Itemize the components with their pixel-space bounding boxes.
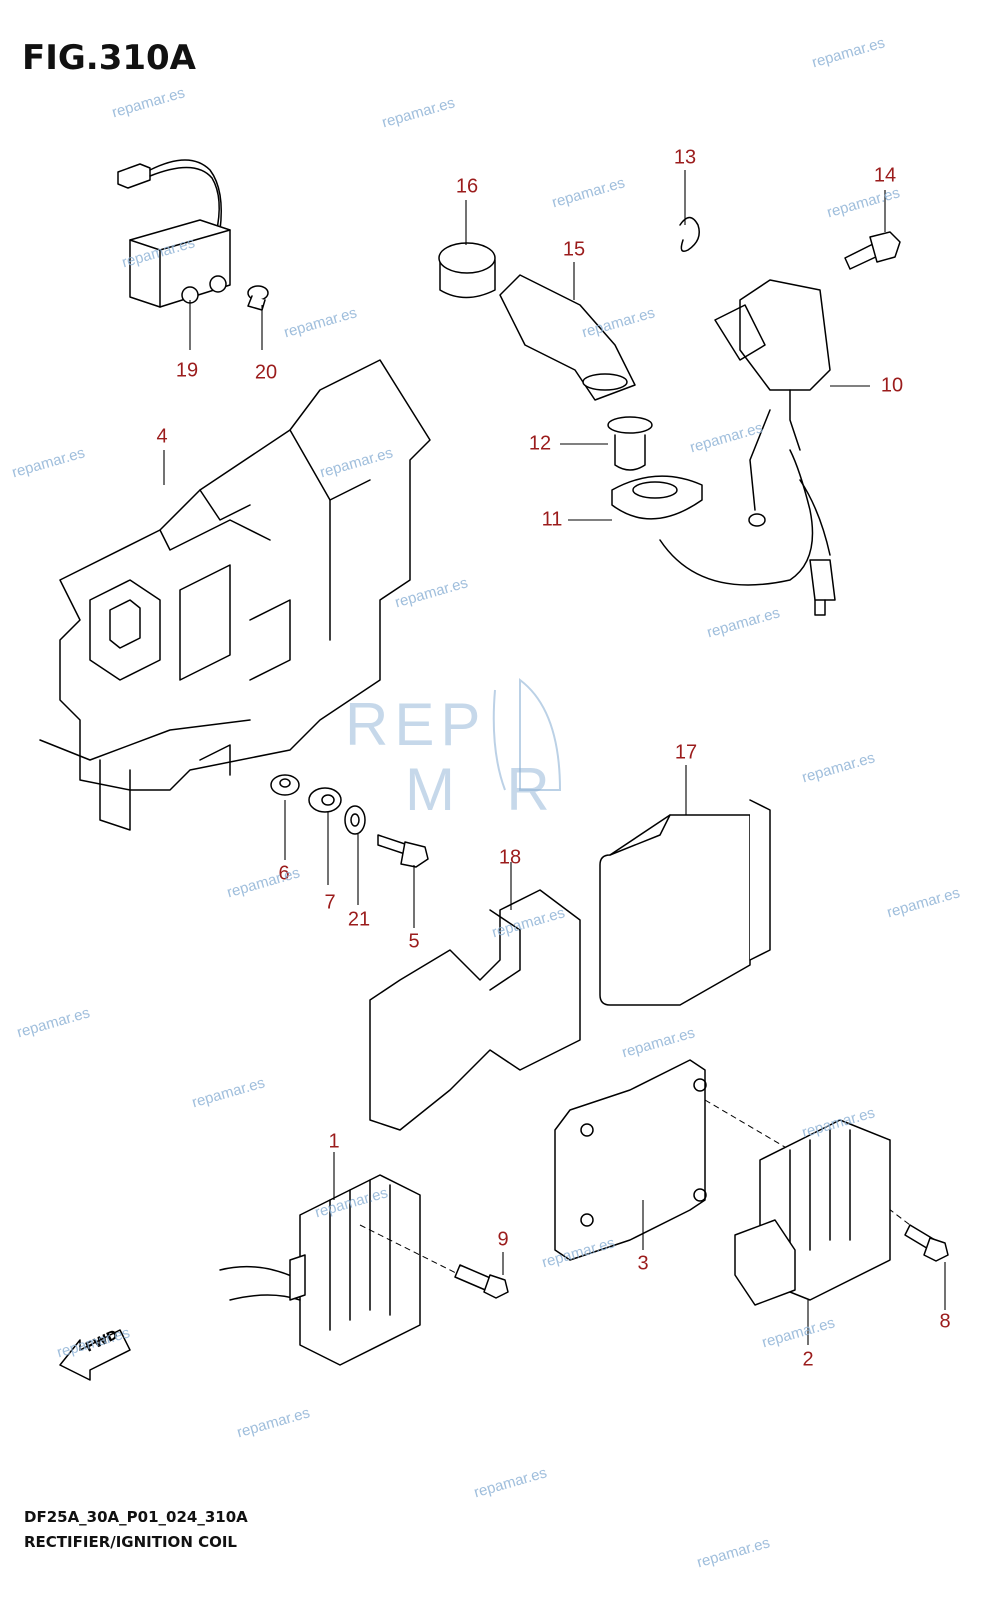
callout-11: 11 (541, 508, 563, 531)
figure-title: FIG.310A (22, 38, 196, 78)
part-1-rectifier (219, 1174, 421, 1366)
callout-leaders (163, 170, 946, 1345)
callout-8: 8 (939, 1310, 951, 1333)
fwd-arrow: FWD (59, 1328, 131, 1381)
section-name: RECTIFIER/IGNITION COIL (24, 1533, 237, 1551)
callout-15: 15 (562, 238, 586, 261)
part-2-rectifier (734, 1119, 891, 1306)
logo-text-bottom: M R (405, 756, 556, 823)
callout-18: 18 (498, 846, 522, 869)
callout-7: 7 (324, 891, 336, 914)
part-12-plug (607, 416, 653, 471)
callout-20: 20 (254, 361, 278, 384)
part-7-spacer (308, 787, 342, 813)
part-3-bracket (554, 1059, 707, 1261)
callout-10: 10 (880, 374, 904, 397)
callout-9: 9 (497, 1228, 509, 1251)
part-19-relay (117, 159, 231, 308)
part-14-bolt (844, 231, 901, 270)
repamar-logo (492, 677, 562, 791)
callout-16: 16 (455, 175, 479, 198)
part-10-ignition-coil (659, 279, 836, 616)
part-8-bolt (904, 1224, 949, 1262)
part-17-cdi-unit (599, 799, 771, 1006)
part-18-cover (369, 889, 581, 1131)
part-20-screw (247, 285, 269, 311)
callout-13: 13 (673, 146, 697, 169)
callout-5: 5 (408, 930, 420, 953)
callout-12: 12 (528, 432, 552, 455)
callout-4: 4 (156, 425, 168, 448)
part-16-cap (438, 242, 496, 299)
callout-1: 1 (328, 1130, 340, 1153)
part-5-bolt (377, 834, 429, 868)
part-6-grommet (270, 774, 300, 796)
callout-6: 6 (278, 862, 290, 885)
part-9-bolt (454, 1264, 509, 1299)
part-11-grommet (611, 475, 703, 520)
callout-2: 2 (802, 1348, 814, 1371)
part-4-housing (39, 359, 431, 831)
callout-3: 3 (637, 1252, 649, 1275)
part-15-plug-boot (499, 274, 636, 401)
callout-21: 21 (347, 908, 371, 931)
part-13-clip (679, 216, 700, 252)
callout-17: 17 (674, 741, 698, 764)
logo-text-top: REP (345, 691, 487, 758)
part-21-washer (344, 805, 366, 835)
callout-19: 19 (175, 359, 199, 382)
callout-14: 14 (873, 164, 897, 187)
model-code: DF25A_30A_P01_024_310A (24, 1508, 248, 1526)
